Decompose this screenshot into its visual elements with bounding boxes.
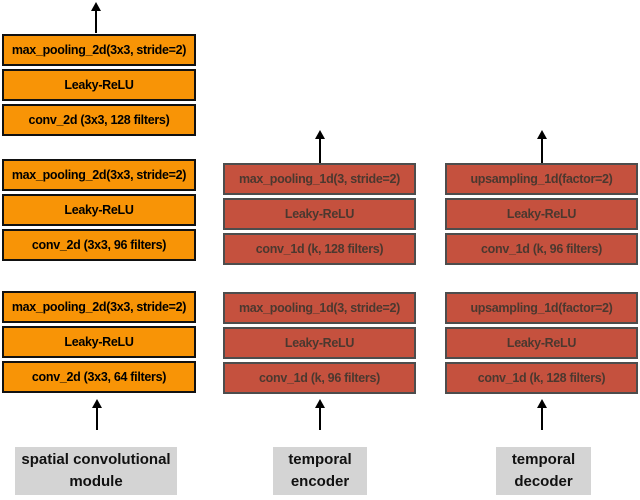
arrow-up-icon (315, 130, 325, 163)
module-label-encoder: temporal encoder (273, 447, 367, 495)
arrow-head (315, 130, 325, 139)
spatial-module-group-middle: max_pooling_2d(3x3, stride=2) Leaky-ReLU… (2, 159, 196, 261)
spatial-module-group-top: max_pooling_2d(3x3, stride=2) Leaky-ReLU… (2, 34, 196, 136)
module-label-decoder: temporal decoder (496, 447, 591, 495)
arrow-head (315, 399, 325, 408)
arrow-up-icon (537, 130, 547, 163)
arrow-shaft (319, 139, 321, 163)
temporal-encoder-group-top: max_pooling_1d(3, stride=2) Leaky-ReLU c… (223, 163, 416, 265)
layer-block-max-pooling-2d: max_pooling_2d(3x3, stride=2) (2, 159, 196, 191)
layer-block-max-pooling-2d: max_pooling_2d(3x3, stride=2) (2, 291, 196, 323)
arrow-shaft (319, 408, 321, 430)
arrow-head (92, 399, 102, 408)
layer-block-conv-1d: conv_1d (k, 96 filters) (445, 233, 638, 265)
temporal-decoder-group-bottom: upsampling_1d(factor=2) Leaky-ReLU conv_… (445, 292, 638, 394)
arrow-head (537, 130, 547, 139)
layer-block-conv-1d: conv_1d (k, 128 filters) (445, 362, 638, 394)
arrow-up-icon (315, 399, 325, 430)
spatial-module-group-bottom: max_pooling_2d(3x3, stride=2) Leaky-ReLU… (2, 291, 196, 393)
temporal-decoder-group-top: upsampling_1d(factor=2) Leaky-ReLU conv_… (445, 163, 638, 265)
layer-block-upsampling-1d: upsampling_1d(factor=2) (445, 163, 638, 195)
temporal-encoder-group-bottom: max_pooling_1d(3, stride=2) Leaky-ReLU c… (223, 292, 416, 394)
layer-block-leaky-relu: Leaky-ReLU (223, 327, 416, 359)
layer-block-max-pooling-2d: max_pooling_2d(3x3, stride=2) (2, 34, 196, 66)
arrow-up-icon (91, 2, 101, 33)
arrow-shaft (96, 408, 98, 430)
layer-block-max-pooling-1d: max_pooling_1d(3, stride=2) (223, 163, 416, 195)
layer-block-conv-2d: conv_2d (3x3, 64 filters) (2, 361, 196, 393)
arrow-shaft (95, 11, 97, 33)
layer-block-leaky-relu: Leaky-ReLU (2, 69, 196, 101)
arrow-head (91, 2, 101, 11)
layer-block-conv-1d: conv_1d (k, 96 filters) (223, 362, 416, 394)
layer-block-leaky-relu: Leaky-ReLU (2, 194, 196, 226)
layer-block-leaky-relu: Leaky-ReLU (445, 327, 638, 359)
layer-block-conv-1d: conv_1d (k, 128 filters) (223, 233, 416, 265)
layer-block-max-pooling-1d: max_pooling_1d(3, stride=2) (223, 292, 416, 324)
layer-block-upsampling-1d: upsampling_1d(factor=2) (445, 292, 638, 324)
arrow-up-icon (537, 399, 547, 430)
arrow-up-icon (92, 399, 102, 430)
layer-block-leaky-relu: Leaky-ReLU (2, 326, 196, 358)
layer-block-leaky-relu: Leaky-ReLU (223, 198, 416, 230)
arrow-shaft (541, 139, 543, 163)
module-label-spatial: spatial convolutional module (15, 447, 177, 495)
layer-block-leaky-relu: Leaky-ReLU (445, 198, 638, 230)
layer-block-conv-2d: conv_2d (3x3, 128 filters) (2, 104, 196, 136)
arrow-head (537, 399, 547, 408)
layer-block-conv-2d: conv_2d (3x3, 96 filters) (2, 229, 196, 261)
arrow-shaft (541, 408, 543, 430)
